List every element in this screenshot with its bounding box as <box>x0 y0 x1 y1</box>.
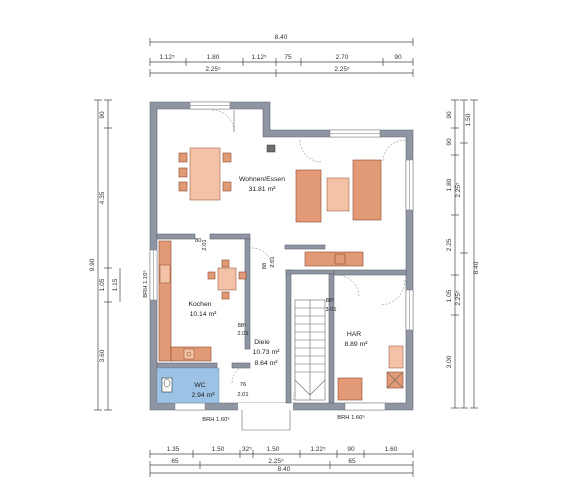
living-dining-furniture <box>178 144 382 267</box>
opening-height-diele: 2.01 <box>237 331 248 337</box>
room-name-wohnen: Wohnen/Essen <box>239 176 285 183</box>
window-labels: BRH 1.10⁵ BRH 1.60⁵ BRH 1.60⁵ <box>142 270 365 423</box>
brh-label-har: BRH 1.60⁵ <box>337 414 365 421</box>
room-area-diele-2: 8.64 m² <box>254 360 278 367</box>
opening-labels: 80 2.01 88 2.01 88⁵ 2.01 88⁵ 3.01 76 2.0… <box>195 238 337 398</box>
wc-room <box>156 367 220 404</box>
left-overall-dim: 9.90 <box>89 258 96 271</box>
brh-label-wc: BRH 1.60⁵ <box>202 416 230 423</box>
room-area-wc: 2.94 m² <box>191 392 215 399</box>
left-dim-1: 90 <box>99 111 106 119</box>
right-dimensions: 90 90 1.80 2.25 1.05 3.00 1.50 2.25⁵ 2.2… <box>446 99 480 409</box>
opening-width-diele: 88⁵ <box>238 322 247 329</box>
opening-height-wc: 2.01 <box>237 392 248 398</box>
staircase <box>294 299 326 401</box>
right-dim-3: 1.80 <box>446 178 453 191</box>
left-dim-4: 3.60 <box>99 349 106 362</box>
bottom-sub-dim-3: 65 <box>348 458 356 465</box>
top-dim-1: 1.12⁵ <box>159 54 175 61</box>
right-dim-9: 2.25⁵ <box>455 290 462 306</box>
bottom-dim-2: 1.50 <box>212 446 225 453</box>
right-dim-7: 1.50 <box>465 113 472 126</box>
left-dimensions: 9.90 90 4.35 1.05 3.60 1.15 <box>89 99 121 411</box>
room-name-diele: Diele <box>254 339 270 346</box>
right-dim-5: 1.05 <box>446 289 453 302</box>
top-dim-3: 1.12⁵ <box>251 54 267 61</box>
opening-height-wohnen: 2.01 <box>270 256 276 267</box>
stove-icon <box>266 144 276 153</box>
bottom-overall-dim: 8.40 <box>278 466 291 473</box>
top-dim-6: 90 <box>394 54 402 61</box>
brh-label-kueche: BRH 1.10⁵ <box>142 270 149 298</box>
opening-width-har: 88⁵ <box>326 297 335 304</box>
utility-room-furniture <box>337 345 404 401</box>
room-area-diele-1: 10.73 m² <box>253 349 281 356</box>
right-dim-1: 90 <box>446 111 453 119</box>
bottom-dim-6: 90 <box>347 446 355 453</box>
bottom-dim-5: 1.22⁵ <box>310 446 326 453</box>
room-area-har: 8.89 m² <box>344 341 368 348</box>
room-labels: Wohnen/Essen 31.81 m² Kochen 10.14 m² Di… <box>188 176 368 399</box>
room-name-kochen: Kochen <box>188 301 211 308</box>
right-dim-6: 3.00 <box>446 355 453 368</box>
right-dim-4: 2.25 <box>446 238 453 251</box>
room-area-wohnen: 31.81 m² <box>249 186 277 193</box>
opening-width-wc: 76 <box>240 382 246 388</box>
opening-height-har: 3.01 <box>325 307 336 313</box>
bottom-sub-dim-2: 2.25⁵ <box>268 458 284 465</box>
top-dim-2: 1.80 <box>207 54 220 61</box>
top-sub-dim-2: 2.25⁵ <box>334 66 350 73</box>
right-dim-8: 2.25⁵ <box>455 182 462 198</box>
top-dim-5: 2.70 <box>336 54 349 61</box>
bottom-dimensions: 1.35 1.50 32⁵ 1.50 1.22⁵ 90 1.60 65 2.25… <box>149 446 414 477</box>
opening-height-kueche: 2.01 <box>202 239 208 250</box>
opening-width-wohnen: 88 <box>262 263 268 269</box>
top-sub-dim-1: 2.25⁵ <box>205 66 221 73</box>
room-area-kochen: 10.14 m² <box>190 311 218 318</box>
left-dim-5: 1.15 <box>112 278 119 291</box>
bottom-dim-3: 32⁵ <box>242 446 252 453</box>
right-dim-2: 90 <box>446 138 453 146</box>
top-dimensions: 8.40 1.12⁵ 1.80 1.12⁵ 75 2.70 90 2.25⁵ 2… <box>149 34 414 77</box>
top-dim-4: 75 <box>284 54 292 61</box>
bottom-dim-7: 1.60 <box>385 446 398 453</box>
interior-walls <box>156 233 407 404</box>
left-dim-3: 1.05 <box>99 278 106 291</box>
room-name-har: HAR <box>347 331 361 338</box>
kitchen-furniture <box>158 240 247 362</box>
room-name-wc: WC <box>194 382 205 389</box>
bottom-dim-4: 1.50 <box>267 446 280 453</box>
top-overall-dim: 8.40 <box>275 34 288 41</box>
right-overall-dim: 8.40 <box>473 261 480 274</box>
left-dim-2: 4.35 <box>99 191 106 204</box>
windows <box>149 101 414 411</box>
opening-width-kueche: 80 <box>195 238 201 244</box>
bottom-sub-dim-1: 65 <box>171 458 179 465</box>
bottom-dim-1: 1.35 <box>167 446 180 453</box>
